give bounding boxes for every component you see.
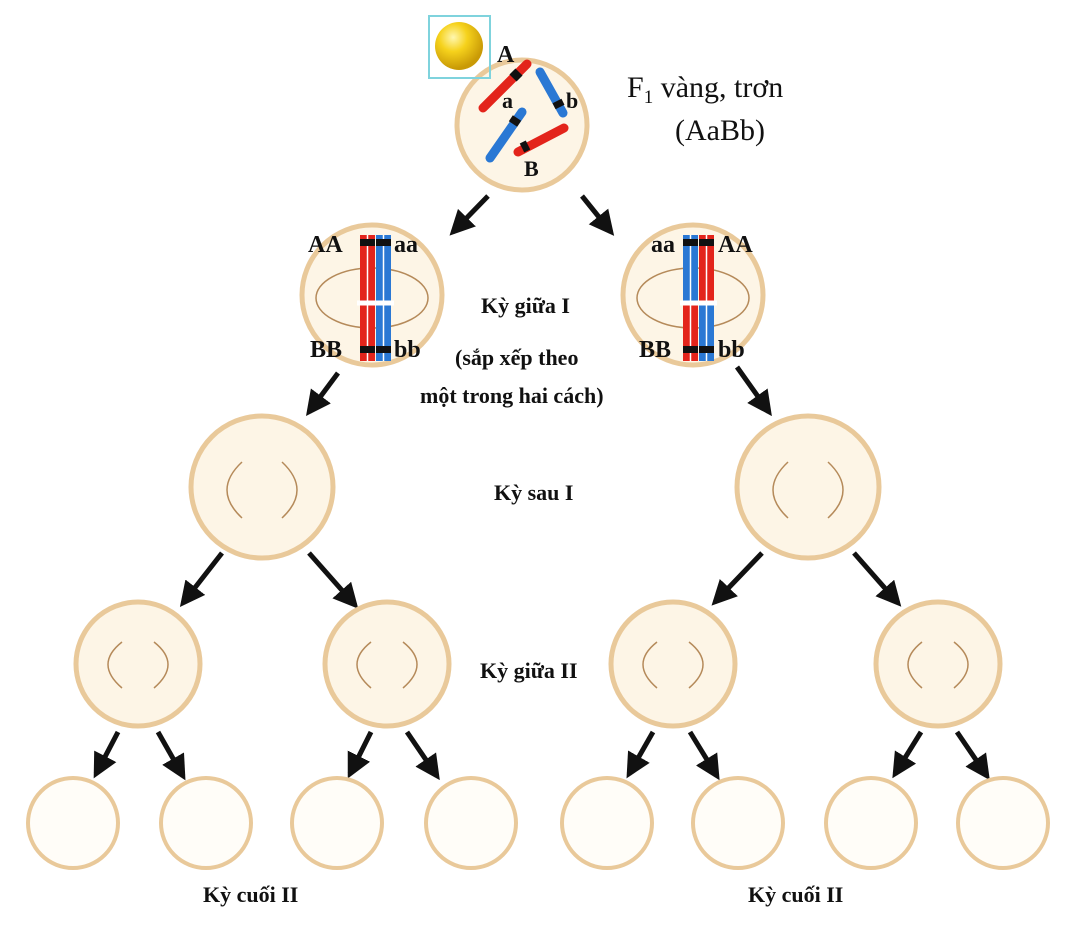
arrow-a1-left-a xyxy=(179,551,224,607)
arrow-m2-4b xyxy=(954,730,990,781)
arrow-m2-3b xyxy=(687,730,720,781)
gamete-cell-8 xyxy=(956,776,1050,870)
allele-label-A: A xyxy=(497,42,515,68)
parent-cell: A a b B xyxy=(454,42,590,193)
f1-subscript: 1 xyxy=(644,87,654,108)
allele-pair-bb-left: bb xyxy=(394,337,421,363)
allele-label-B: B xyxy=(524,156,539,181)
arrow-m1-left-down xyxy=(306,371,341,417)
stage-label-metaphase1: Kỳ giữa I xyxy=(481,293,570,318)
gamete-cells xyxy=(26,776,1050,870)
gamete-cell-7 xyxy=(824,776,918,870)
stage-label-metaphase1-note2: một trong hai cách) xyxy=(420,383,604,408)
chromosome-B xyxy=(513,123,569,157)
gamete-cell-4 xyxy=(424,776,518,870)
chromosome-A xyxy=(478,59,532,113)
f1-title: vàng, trơn xyxy=(653,71,783,104)
arrow-m2-3a xyxy=(626,730,656,779)
chromosome-a xyxy=(485,107,527,163)
arrow-m2-2a xyxy=(347,730,374,779)
arrow-parent-right xyxy=(580,194,615,236)
gamete-cell-1 xyxy=(26,776,120,870)
allele-pair-aa-right: aa xyxy=(651,232,675,258)
allele-label-b: b xyxy=(566,88,578,113)
metaphase2-cell-2 xyxy=(322,599,452,729)
allele-pair-aa-left: aa xyxy=(394,232,418,258)
gamete-cell-6 xyxy=(691,776,785,870)
arrow-a1-left-b xyxy=(307,551,359,609)
stage-label-telophase2-left: Kỳ cuối II xyxy=(203,882,298,907)
arrow-parent-left xyxy=(449,194,490,236)
anaphase1-cell-right xyxy=(734,413,882,561)
gamete-cell-5 xyxy=(560,776,654,870)
stage-label-metaphase2: Kỳ giữa II xyxy=(480,658,578,683)
metaphase2-cell-4 xyxy=(873,599,1003,729)
stage-label-metaphase1-note1: (sắp xếp theo xyxy=(455,345,578,370)
stage-label-anaphase1: Kỳ sau I xyxy=(494,480,573,505)
arrow-m2-1b xyxy=(155,730,186,781)
stage-label-telophase2-right: Kỳ cuối II xyxy=(748,882,843,907)
metaphase2-cell-1 xyxy=(73,599,203,729)
allele-pair-BB-left: BB xyxy=(310,337,342,363)
gamete-cell-3 xyxy=(290,776,384,870)
allele-pair-AA-left: AA xyxy=(308,232,343,258)
arrow-a1-right-b xyxy=(852,551,902,607)
arrow-m2-1a xyxy=(93,730,121,779)
arrow-m1-right-down xyxy=(734,365,772,417)
allele-pair-AA-right: AA xyxy=(718,232,753,258)
metaphase1-cell-left: AA aa BB bb xyxy=(299,222,445,368)
chromosome-b xyxy=(535,67,568,118)
arrow-m2-2b xyxy=(404,730,440,781)
f1-genotype-label: (AaBb) xyxy=(675,114,765,147)
metaphase2-cell-3 xyxy=(608,599,738,729)
f1-prefix: F xyxy=(627,71,644,104)
metaphase1-cell-right: aa AA BB bb xyxy=(620,222,766,368)
f1-phenotype-label: F1 vàng, trơn xyxy=(627,71,783,108)
allele-pair-BB-right: BB xyxy=(639,337,671,363)
arrow-m2-4a xyxy=(892,730,924,779)
arrow-a1-right-a xyxy=(711,551,764,606)
allele-label-a: a xyxy=(502,88,513,113)
allele-pair-bb-right: bb xyxy=(718,337,745,363)
yellow-seed-icon xyxy=(428,15,491,79)
gamete-cell-2 xyxy=(159,776,253,870)
anaphase1-cell-left xyxy=(188,413,336,561)
